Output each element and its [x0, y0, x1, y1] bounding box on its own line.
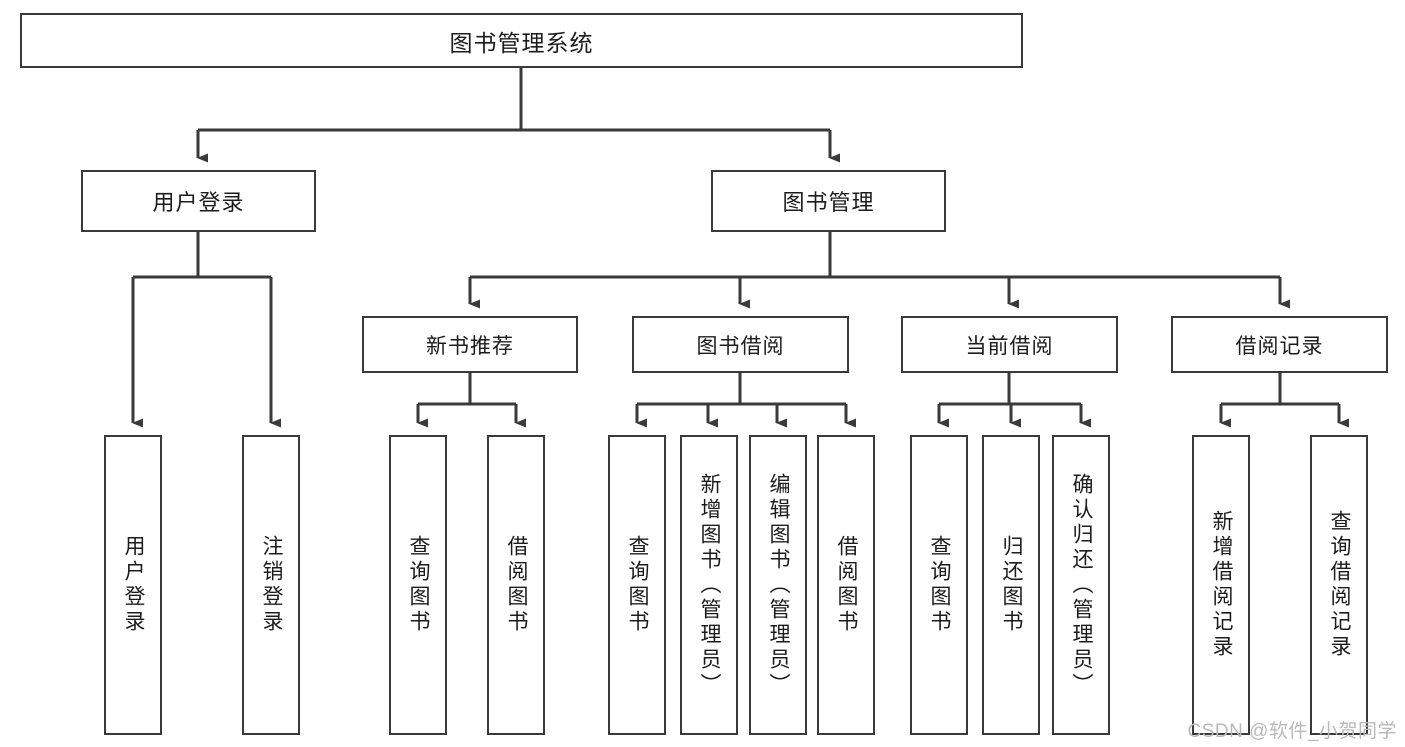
node-borrowing-records[interactable]: 借阅记录	[1171, 316, 1388, 373]
node-label: 归还图书	[1000, 535, 1024, 635]
leaf-user-login[interactable]: 用户登录	[104, 435, 162, 735]
node-label: 新增图书（管理员）	[698, 472, 722, 698]
leaf-query-books-current[interactable]: 查询图书	[910, 435, 968, 735]
node-label: 查询图书	[407, 535, 431, 635]
node-user-login[interactable]: 用户登录	[81, 170, 316, 232]
node-label: 注销登录	[260, 535, 284, 635]
leaf-query-borrowing-record[interactable]: 查询借阅记录	[1310, 435, 1368, 735]
leaf-add-book-admin[interactable]: 新增图书（管理员）	[680, 435, 738, 735]
leaf-borrow-books[interactable]: 借阅图书	[817, 435, 875, 735]
node-new-book-recommendation[interactable]: 新书推荐	[362, 316, 578, 373]
leaf-return-books[interactable]: 归还图书	[982, 435, 1040, 735]
node-current-borrowing[interactable]: 当前借阅	[901, 316, 1118, 373]
leaf-query-books-recommendation[interactable]: 查询图书	[389, 435, 447, 735]
leaf-logout[interactable]: 注销登录	[242, 435, 300, 735]
node-label: 查询图书	[626, 535, 650, 635]
node-label: 图书管理	[782, 190, 875, 215]
node-label: 用户登录	[122, 535, 146, 635]
node-label: 新增借阅记录	[1210, 510, 1234, 660]
node-label: 确认归还（管理员）	[1070, 472, 1094, 698]
leaf-query-books-borrowing[interactable]: 查询图书	[608, 435, 666, 735]
leaf-borrow-books-recommendation[interactable]: 借阅图书	[487, 435, 545, 735]
node-label: 图书管理系统	[449, 29, 594, 56]
watermark-text: CSDN @软件_小贺同学	[1187, 721, 1397, 742]
node-label: 当前借阅	[965, 334, 1054, 358]
node-root-book-management-system[interactable]: 图书管理系统	[20, 13, 1023, 68]
node-label: 借阅记录	[1235, 334, 1324, 358]
node-book-management[interactable]: 图书管理	[711, 170, 946, 232]
node-label: 借阅图书	[835, 535, 859, 635]
node-label: 查询图书	[928, 535, 952, 635]
node-label: 编辑图书（管理员）	[767, 472, 791, 698]
node-label: 新书推荐	[426, 334, 514, 358]
node-book-borrowing[interactable]: 图书借阅	[632, 316, 849, 373]
node-label: 借阅图书	[505, 535, 529, 635]
leaf-confirm-return-admin[interactable]: 确认归还（管理员）	[1052, 435, 1110, 735]
leaf-edit-book-admin[interactable]: 编辑图书（管理员）	[749, 435, 807, 735]
leaf-add-borrowing-record[interactable]: 新增借阅记录	[1192, 435, 1250, 735]
node-label: 图书借阅	[696, 334, 785, 358]
node-label: 用户登录	[152, 190, 245, 215]
node-label: 查询借阅记录	[1328, 510, 1352, 660]
